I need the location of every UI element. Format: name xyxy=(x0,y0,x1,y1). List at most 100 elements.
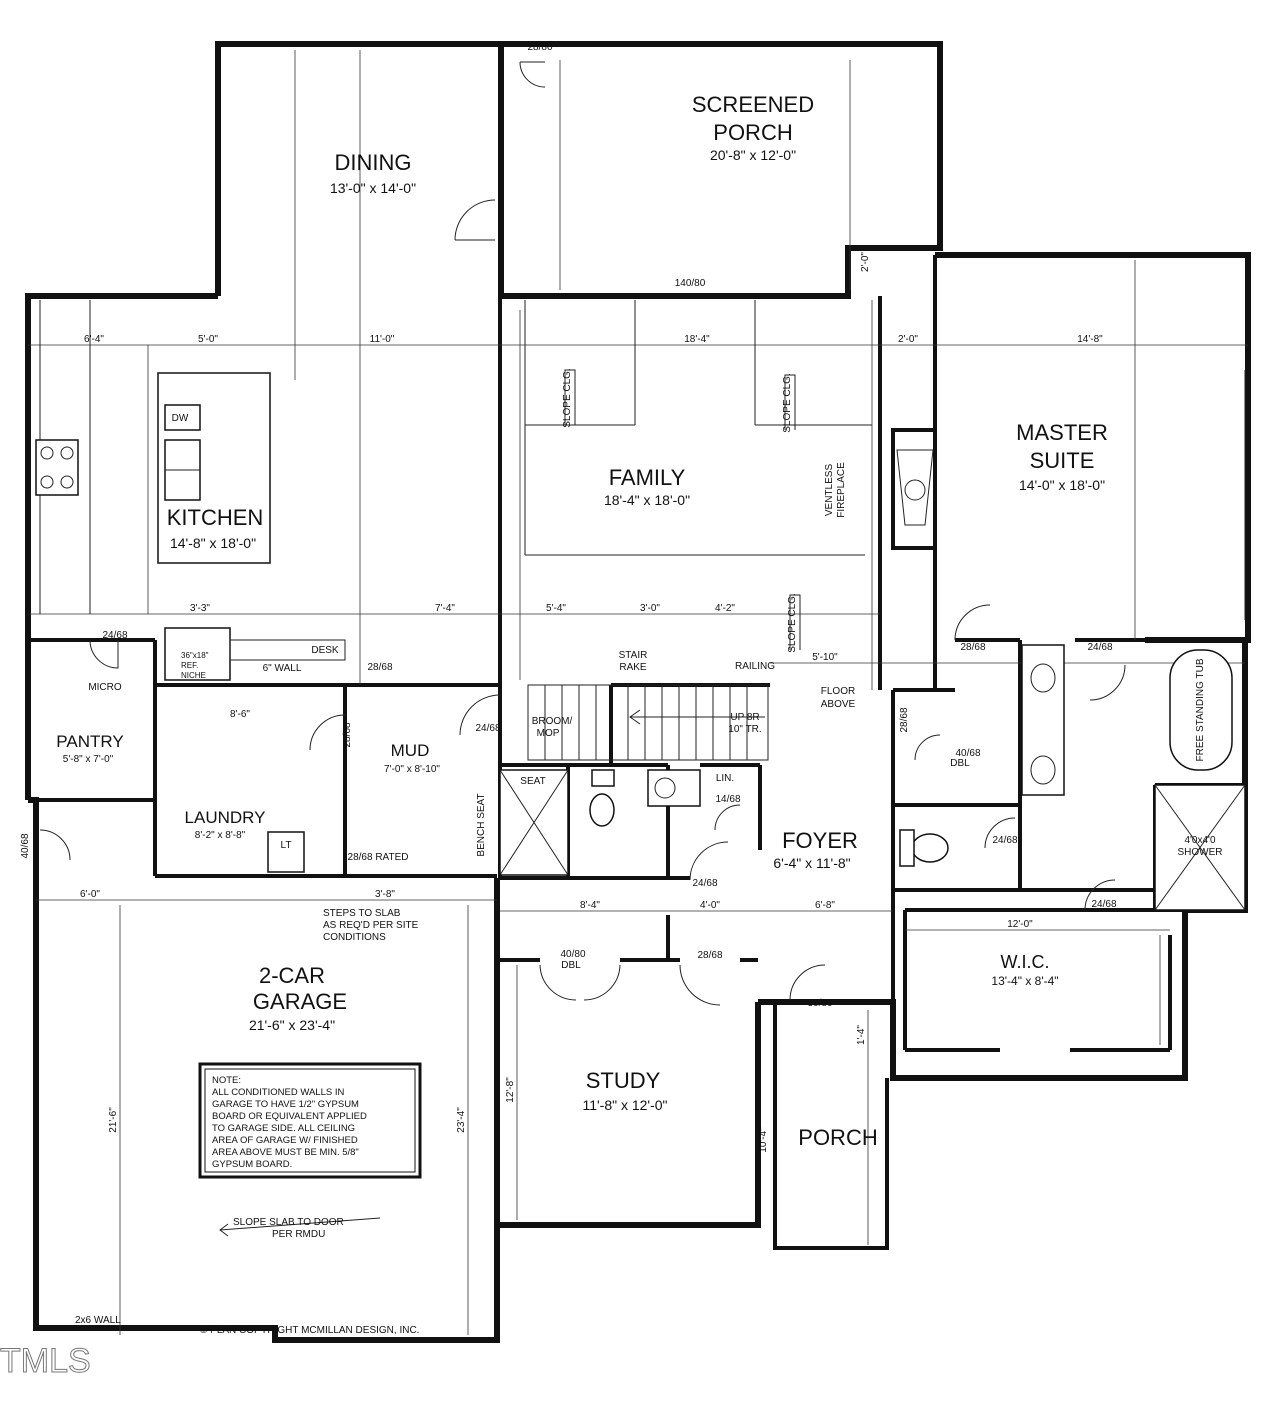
door-label: 28/68 xyxy=(342,722,353,747)
dim-label: 3'-8" xyxy=(375,889,395,900)
kitchen-dims: 14'-8" x 18'-0" xyxy=(170,535,256,551)
desk-label: DESK xyxy=(311,645,339,656)
door-label: 24/68 xyxy=(692,878,717,889)
wic-dims: 13'-4" x 8'-4" xyxy=(991,974,1058,988)
room-labels: DINING 13'-0" x 14'-0" SCREENED PORCH 20… xyxy=(56,92,1108,1150)
door-label: 30/80 xyxy=(807,998,832,1009)
garage-dims: 21'-6" x 23'-4" xyxy=(249,1017,335,1033)
note-line: ALL CONDITIONED WALLS IN xyxy=(212,1087,344,1098)
ref-niche-1: 36"x18" xyxy=(181,651,209,660)
linen-label: LIN. xyxy=(716,773,734,784)
dim-label: 4'-2" xyxy=(715,603,735,614)
bath-fixtures xyxy=(267,644,1246,911)
ref-niche-3: NICHE xyxy=(181,671,206,680)
dim-label: 11'-0" xyxy=(370,334,395,345)
dim-label: 18'-4" xyxy=(684,334,710,345)
dim-label: 21'-6" xyxy=(108,1107,119,1133)
up-label: UP 8R xyxy=(730,712,759,723)
dim-label: 8'-4" xyxy=(580,900,600,911)
dim-label: 6'-4" xyxy=(84,334,104,345)
pantry-dims: 5'-8" x 7'-0" xyxy=(63,754,114,765)
dim-label: 2'-0" xyxy=(860,252,871,272)
door-label: 40/80 xyxy=(560,949,585,960)
dim-label: 5'-4" xyxy=(546,603,566,614)
note-line: BOARD OR EQUIVALENT APPLIED xyxy=(212,1111,367,1122)
screened-porch-name-1: SCREENED xyxy=(692,92,814,117)
floor-above-2: ABOVE xyxy=(821,699,856,710)
dim-label: 14'-8" xyxy=(1077,334,1103,345)
door-label: 40/68 xyxy=(20,833,31,858)
floor-above-1: FLOOR xyxy=(821,686,855,697)
door-label: 28/68 xyxy=(899,707,910,732)
foyer-dims: 6'-4" x 11'-8" xyxy=(773,855,850,871)
door-label: 28/80 xyxy=(527,42,552,53)
dim-label: 3'-3" xyxy=(190,603,210,614)
dim-label: 12'-8" xyxy=(505,1077,516,1103)
dw-label: DW xyxy=(172,413,189,424)
master-name-1: MASTER xyxy=(1016,420,1108,445)
fireplace-label-1: VENTLESS xyxy=(824,464,835,517)
door-label: 28/68 xyxy=(697,950,722,961)
fireplace xyxy=(896,449,934,526)
note-line: AREA ABOVE MUST BE MIN. 5/8" xyxy=(212,1147,359,1158)
slope-arrows xyxy=(219,369,801,1237)
wall-6-label: 6" WALL xyxy=(263,663,302,674)
door-label: 24/68 xyxy=(992,835,1017,846)
laundry-name: LAUNDRY xyxy=(185,808,266,827)
door-label: 140/80 xyxy=(675,278,706,289)
dim-label: 23'-4" xyxy=(456,1107,467,1133)
master-name-2: SUITE xyxy=(1030,448,1095,473)
dim-label: 10'-4" xyxy=(758,1127,769,1153)
study-name: STUDY xyxy=(586,1068,661,1093)
misc-labels: VENTLESS FIREPLACE SLOPE CLG. SLOPE CLG.… xyxy=(75,368,1223,1336)
ref-niche xyxy=(164,627,346,681)
cooktop xyxy=(35,439,79,496)
dimension-lines xyxy=(28,50,1248,1335)
dim-label: 3'-0" xyxy=(640,603,660,614)
dbl-label-2: DBL xyxy=(561,960,581,971)
steps-note-1: STEPS TO SLAB xyxy=(323,908,401,919)
wall-2x6-label: 2x6 WALL xyxy=(75,1315,121,1326)
rated-door-label: 28/68 RATED xyxy=(348,852,409,863)
screened-porch-dims: 20'-8" x 12'-0" xyxy=(710,147,796,163)
dimension-labels: 6'-4" 5'-0" 11'-0" 18'-4" 14'-8" 2'-0" 5… xyxy=(80,252,1103,1153)
porch-name: PORCH xyxy=(798,1125,877,1150)
railing-label: RAILING xyxy=(735,661,775,672)
dining-dims: 13'-0" x 14'-0" xyxy=(330,180,416,196)
door-label: 28/68 xyxy=(367,662,392,673)
dim-label: 5'-0" xyxy=(198,334,218,345)
door-labels: 28/68 24/68 28/68 24/68 28/68 24/68 14/6… xyxy=(20,42,1117,1009)
door-swings xyxy=(39,61,1126,1006)
dim-label: 1'-4" xyxy=(856,1025,867,1045)
stair-rake-1: STAIR xyxy=(619,650,648,661)
stair-rake-2: RAKE xyxy=(619,662,647,673)
study-dims: 11'-8" x 12'-0" xyxy=(582,1097,667,1113)
family-name: FAMILY xyxy=(609,465,686,490)
micro-label: MICRO xyxy=(88,682,122,693)
wic-name: W.I.C. xyxy=(1001,952,1050,972)
copyright-label: © PLAN COPYRIGHT MCMILLAN DESIGN, INC. xyxy=(200,1325,419,1336)
door-label: 40/68 xyxy=(955,748,980,759)
dining-name: DINING xyxy=(335,150,412,175)
door-label: 24/68 xyxy=(475,723,500,734)
slope-clg-2: SLOPE CLG. xyxy=(782,373,793,432)
kitchen-name: KITCHEN xyxy=(167,505,264,530)
door-label: 24/68 xyxy=(1091,899,1116,910)
slope-clg-3: SLOPE CLG. xyxy=(787,593,798,652)
dim-label: 5'-10" xyxy=(812,652,838,663)
slope-slab-1: SLOPE SLAB TO DOOR xyxy=(233,1217,344,1228)
fireplace-label-2: FIREPLACE xyxy=(836,462,847,518)
note-line: GARAGE TO HAVE 1/2" GYPSUM xyxy=(212,1099,359,1110)
dim-label: 2'-0" xyxy=(898,334,918,345)
dim-label: 4'-0" xyxy=(700,900,720,911)
screened-porch-name-2: PORCH xyxy=(713,120,792,145)
stairs xyxy=(527,684,769,761)
mud-name: MUD xyxy=(391,741,430,760)
pantry-name: PANTRY xyxy=(56,732,123,751)
slope-clg-1: SLOPE CLG. xyxy=(562,368,573,427)
bench-seat-label: BENCH SEAT xyxy=(476,793,487,856)
tub-label: FREE STANDING TUB xyxy=(1195,658,1206,761)
